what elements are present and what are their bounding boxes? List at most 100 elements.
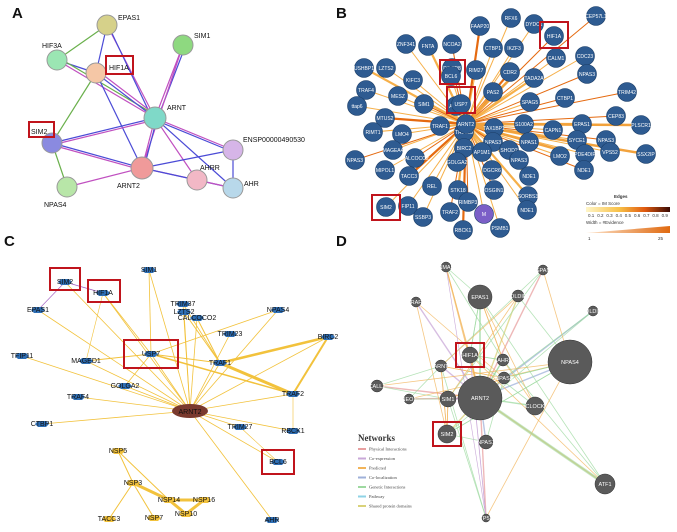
node-d-npas1[interactable] xyxy=(478,434,494,450)
node-b-ikzf3[interactable] xyxy=(504,38,524,58)
node-b-znf341[interactable] xyxy=(396,34,416,54)
node-d-tspan3[interactable] xyxy=(537,264,549,276)
node-c-trim37[interactable] xyxy=(176,301,190,307)
node-c-lzts2[interactable] xyxy=(177,309,191,315)
node-b-ssx2ip[interactable] xyxy=(636,144,656,164)
node-b-ttap6[interactable] xyxy=(347,96,367,116)
node-b-npas3[interactable] xyxy=(345,150,365,170)
node-b-traf2[interactable] xyxy=(440,202,460,222)
node-b-rim27[interactable] xyxy=(466,60,486,80)
node-c-trim23[interactable] xyxy=(223,331,237,337)
node-b-traf4[interactable] xyxy=(356,80,376,100)
node-b-spag5[interactable] xyxy=(520,92,540,112)
node-a-arnt2[interactable] xyxy=(130,156,154,180)
node-d-sim1[interactable] xyxy=(439,390,457,408)
node-c-nsp7[interactable] xyxy=(147,515,161,521)
node-b-nde1[interactable] xyxy=(574,160,594,180)
node-c-tfip11[interactable] xyxy=(15,353,29,359)
node-b-osgin1[interactable] xyxy=(484,180,504,200)
node-c-traf4[interactable] xyxy=(71,394,85,400)
node-d-ahr[interactable] xyxy=(496,353,510,367)
node-c-usp7[interactable] xyxy=(144,351,158,357)
node-b-lmo4[interactable] xyxy=(392,124,412,144)
node-b-hif1a[interactable] xyxy=(544,26,564,46)
node-b-pas2[interactable] xyxy=(483,82,503,102)
node-a-epas1[interactable] xyxy=(96,14,118,36)
node-b-ctbp1[interactable] xyxy=(555,88,575,108)
node-d-npas3[interactable] xyxy=(497,371,511,385)
node-c-golga2[interactable] xyxy=(118,383,132,389)
node-b-rfx6[interactable] xyxy=(501,8,521,28)
node-b-calcoco2[interactable] xyxy=(405,148,425,168)
node-b-faap20[interactable] xyxy=(470,16,490,36)
node-b-ncoa2[interactable] xyxy=(442,34,462,54)
node-b-mtus2[interactable] xyxy=(375,108,395,128)
node-c-rbck1[interactable] xyxy=(286,428,300,434)
node-c-epas1[interactable] xyxy=(31,307,45,313)
node-c-trim27[interactable] xyxy=(233,424,247,430)
node-b-magea4[interactable] xyxy=(383,140,403,160)
node-b-fip11[interactable] xyxy=(398,196,418,216)
node-d-call2[interactable] xyxy=(370,379,384,393)
node-d-arnt2[interactable] xyxy=(457,375,503,421)
node-b-npas3[interactable] xyxy=(577,64,597,84)
node-b-rimbp3[interactable] xyxy=(458,192,478,212)
node-a-ensp[interactable] xyxy=(222,139,244,161)
node-b-fnta[interactable] xyxy=(418,36,438,56)
node-b-m[interactable] xyxy=(474,204,494,224)
node-d-npas4[interactable] xyxy=(547,339,593,385)
node-b-dydc1[interactable] xyxy=(524,14,544,34)
node-d-sim2[interactable] xyxy=(437,424,457,444)
node-c-npas4[interactable] xyxy=(271,307,285,313)
node-c-nsp3[interactable] xyxy=(126,480,140,486)
node-c-birc2[interactable] xyxy=(321,334,335,340)
node-d-hif1a[interactable] xyxy=(461,346,479,364)
node-d-neo1[interactable] xyxy=(403,393,415,405)
node-b-bcl6[interactable] xyxy=(441,66,461,86)
node-d-poldip3[interactable] xyxy=(587,305,599,317)
node-d-pnma5a[interactable] xyxy=(440,261,452,273)
node-b-nde1[interactable] xyxy=(517,200,537,220)
node-d-epas1[interactable] xyxy=(467,284,493,310)
node-b-lzts2[interactable] xyxy=(376,58,396,78)
node-c-ctbp1[interactable] xyxy=(35,421,49,427)
node-b-cep57l1[interactable] xyxy=(586,6,606,26)
node-b-mipol1[interactable] xyxy=(375,160,395,180)
node-c-nsp5[interactable] xyxy=(111,448,125,454)
node-a-hif3a[interactable] xyxy=(46,49,68,71)
node-c-nsp10[interactable] xyxy=(179,511,193,517)
node-c-nsp16[interactable] xyxy=(197,497,211,503)
node-b-tada2a[interactable] xyxy=(524,68,544,88)
node-c-tacc3[interactable] xyxy=(102,516,116,522)
node-c-sim2[interactable] xyxy=(58,279,72,285)
node-b-lmo2[interactable] xyxy=(550,146,570,166)
node-c-traf1[interactable] xyxy=(213,360,227,366)
node-b-plscr1[interactable] xyxy=(631,115,651,135)
node-d-tp53[interactable] xyxy=(481,513,491,523)
node-b-tacc3[interactable] xyxy=(399,166,419,186)
node-c-hif1a[interactable] xyxy=(96,290,110,296)
node-b-sim1[interactable] xyxy=(414,94,434,114)
node-c-bcl6[interactable] xyxy=(271,459,285,465)
node-b-capn1[interactable] xyxy=(543,120,563,140)
node-b-sim2[interactable] xyxy=(376,197,396,217)
node-d-poldip1[interactable] xyxy=(511,289,525,303)
node-a-ahrr[interactable] xyxy=(186,169,208,191)
node-d-clock[interactable] xyxy=(525,396,545,416)
node-a-arnt[interactable] xyxy=(143,106,167,130)
node-b-rimt1[interactable] xyxy=(363,122,383,142)
node-b-npas1[interactable] xyxy=(519,132,539,152)
node-c-calcoco2[interactable] xyxy=(190,315,204,321)
node-b-s100a2[interactable] xyxy=(514,114,534,134)
node-a-ahr[interactable] xyxy=(222,177,244,199)
node-b-ctbp1[interactable] xyxy=(483,38,503,58)
node-d-atf1[interactable] xyxy=(594,473,616,495)
node-b-traf1[interactable] xyxy=(430,116,450,136)
node-c-ahr[interactable] xyxy=(265,517,279,523)
node-b-mesz[interactable] xyxy=(388,86,408,106)
node-b-ssbp3[interactable] xyxy=(413,207,433,227)
node-b-kifc3[interactable] xyxy=(403,70,423,90)
node-b-vps52[interactable] xyxy=(600,142,620,162)
node-b-rbck1[interactable] xyxy=(453,220,473,240)
node-a-sim1[interactable] xyxy=(172,34,194,56)
